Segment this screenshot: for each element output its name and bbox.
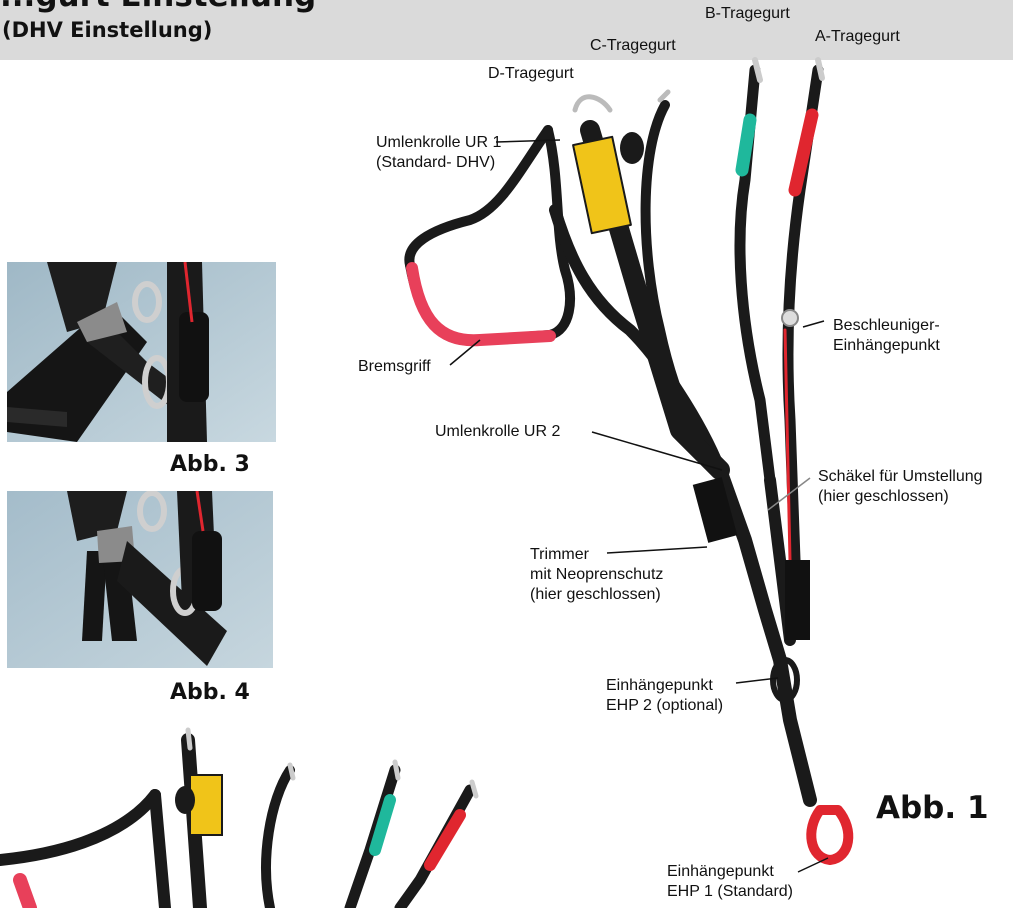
- label-ehp2-line2: EHP 2 (optional): [606, 696, 723, 716]
- label-ehp2: Einhängepunkt EHP 2 (optional): [606, 676, 723, 716]
- label-pulley-ur1-line2: (Standard- DHV): [376, 153, 501, 173]
- label-ehp1: Einhängepunkt EHP 1 (Standard): [667, 862, 793, 902]
- label-pulley-ur1-line1: Umlenkrolle UR 1: [376, 133, 501, 153]
- label-trimmer-line1: Trimmer: [530, 545, 663, 565]
- label-ehp1-line2: EHP 1 (Standard): [667, 882, 793, 902]
- label-c-riser: C-Tragegurt: [590, 36, 676, 56]
- label-a-riser: A-Tragegurt: [815, 27, 900, 47]
- label-ehp2-line1: Einhängepunkt: [606, 676, 723, 696]
- label-brake-handle: Bremsgriff: [358, 357, 431, 377]
- label-accelerator-point: Beschleuniger- Einhängepunkt: [833, 316, 940, 356]
- label-accelerator-line1: Beschleuniger-: [833, 316, 940, 336]
- label-pulley-ur1: Umlenkrolle UR 1 (Standard- DHV): [376, 133, 501, 173]
- label-d-riser: D-Tragegurt: [488, 64, 574, 84]
- label-pulley-ur2: Umlenkrolle UR 2: [435, 422, 560, 442]
- label-trimmer: Trimmer mit Neoprenschutz (hier geschlos…: [530, 545, 663, 605]
- figure-caption-abb1: Abb. 1: [876, 790, 989, 826]
- label-accelerator-line2: Einhängepunkt: [833, 336, 940, 356]
- label-shackle: Schäkel für Umstellung (hier geschlossen…: [818, 467, 983, 507]
- label-shackle-line1: Schäkel für Umstellung: [818, 467, 983, 487]
- label-b-riser: B-Tragegurt: [705, 4, 790, 24]
- label-trimmer-line3: (hier geschlossen): [530, 585, 663, 605]
- label-ehp1-line1: Einhängepunkt: [667, 862, 793, 882]
- label-trimmer-line2: mit Neoprenschutz: [530, 565, 663, 585]
- label-shackle-line2: (hier geschlossen): [818, 487, 983, 507]
